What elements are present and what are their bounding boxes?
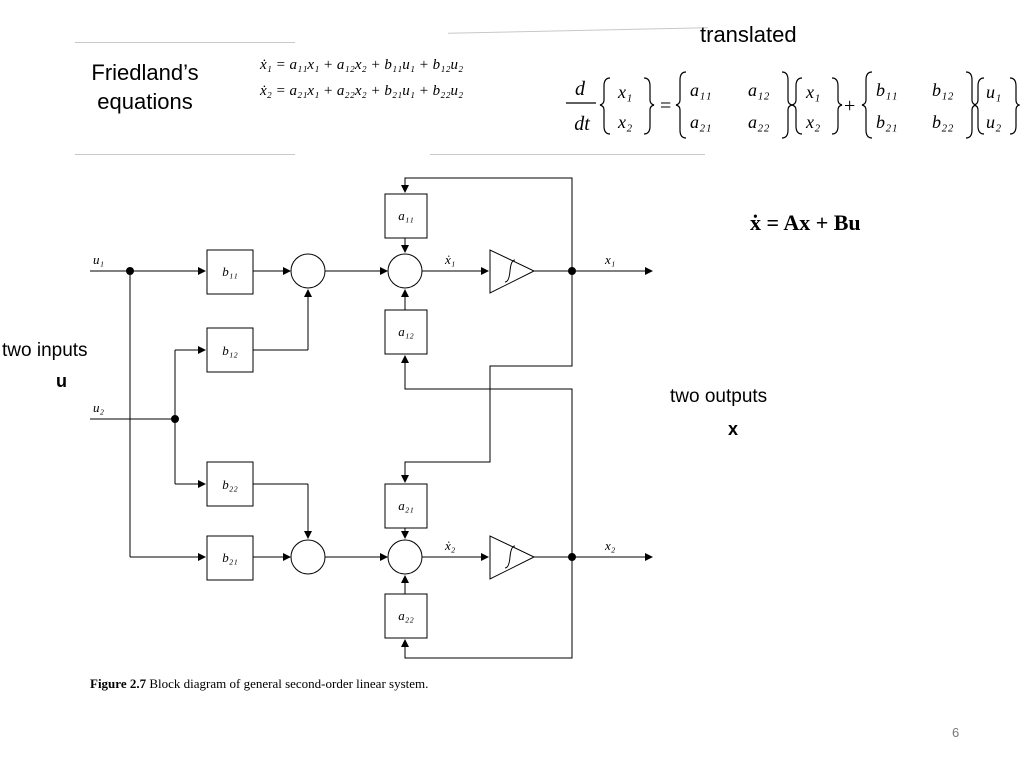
- label-a21: a₂₁: [398, 498, 414, 513]
- label-x2: x₂: [604, 538, 616, 553]
- summer-1a: [290, 253, 326, 289]
- label-a22: a₂₂: [398, 608, 414, 623]
- label-x1: x₁: [604, 252, 615, 267]
- top-rule-left: [75, 42, 295, 43]
- figure-caption-text: Block diagram of general second-order li…: [149, 676, 429, 691]
- label-b11: b₁₁: [222, 264, 238, 279]
- mat-b12: b₁₂: [932, 80, 954, 100]
- block-a21: [384, 483, 428, 529]
- label-x2dot: ẋ₂: [444, 538, 456, 553]
- integral-sign-2: [504, 545, 516, 569]
- inputs-annotation: two inputs: [2, 340, 88, 361]
- outputs-variable: x: [728, 419, 739, 439]
- mat-x1: x₁: [617, 82, 632, 102]
- mat-u2: u₂: [986, 112, 1001, 132]
- matrix-d: d: [575, 78, 586, 100]
- translated-label: translated: [700, 22, 797, 47]
- mat-a21: a₂₁: [690, 112, 712, 132]
- slide-title: Friedland’s equations: [60, 58, 230, 116]
- scalar-equation-2: ẋ₂ = a₂₁x₁ + a₂₂x₂ + b₂₁u₁ + b₂₂u₂: [260, 83, 464, 99]
- bottom-rule-left: [75, 154, 295, 155]
- label-a11: a₁₁: [398, 208, 414, 223]
- state-space-equation: ẋ = Ax + Bu: [750, 210, 861, 235]
- summer-1b: [387, 253, 423, 289]
- mat-a22: a₂₂: [748, 112, 770, 132]
- matrix-dt: dt: [574, 113, 590, 135]
- label-b21: b₂₁: [222, 550, 238, 565]
- svg-text:+: +: [844, 95, 855, 117]
- mat-a11: a₁₁: [690, 80, 712, 100]
- title-line-2: equations: [97, 89, 193, 114]
- scalar-equation-1: ẋ₁ = a₁₁x₁ + a₁₂x₂ + b₁₁u₁ + b₁₂u₂: [260, 57, 464, 73]
- figure-number: Figure 2.7: [90, 676, 147, 691]
- mat-x2: x₂: [617, 112, 632, 132]
- x2-feedback-a12: [401, 355, 573, 557]
- x2-feedback-a22: [401, 557, 573, 659]
- label-b12: b₁₂: [222, 343, 238, 358]
- label-b22: b₂₂: [222, 477, 238, 492]
- integrator-2: [489, 535, 536, 580]
- page-number: 6: [952, 725, 960, 740]
- title-line-1: Friedland’s: [91, 60, 199, 85]
- integrator-1: [489, 249, 536, 294]
- figure-caption: Figure 2.7 Block diagram of general seco…: [90, 676, 428, 692]
- bottom-rule-right: [430, 154, 705, 155]
- block-b11: [206, 249, 254, 295]
- block-b21: [206, 535, 254, 581]
- inputs-variable: u: [56, 371, 67, 391]
- mat-x2-b: x₂: [805, 112, 820, 132]
- outputs-annotation: two outputs: [670, 386, 768, 407]
- mat-b21: b₂₁: [876, 112, 898, 132]
- matrix-equation: d dt x₁ x₂ = a₁₁ a₁₂ a₂₁ a₂₂ x₁ x₂ + b₁₁…: [566, 71, 1020, 139]
- block-a12: [384, 309, 428, 355]
- mat-u1: u₁: [986, 82, 1001, 102]
- label-x1dot: ẋ₁: [444, 252, 455, 267]
- summer-2a: [290, 539, 326, 575]
- mat-b22: b₂₂: [932, 112, 954, 132]
- x1-feedback-a21: [401, 271, 573, 483]
- label-a12: a₁₂: [398, 324, 414, 339]
- label-u2: u₂: [93, 400, 105, 415]
- x1-feedback-a11: [401, 177, 573, 271]
- svg-text:=: =: [660, 95, 671, 117]
- block-a22: [384, 593, 428, 639]
- label-u1: u₁: [93, 252, 104, 267]
- summer-2b: [387, 539, 423, 575]
- mat-a12: a₁₂: [748, 80, 770, 100]
- mat-b11: b₁₁: [876, 80, 898, 100]
- block-a11: [384, 193, 428, 239]
- scalar-equations: ẋ₁ = a₁₁x₁ + a₁₂x₂ + b₁₁u₁ + b₁₂u₂ ẋ₂ = …: [260, 52, 463, 104]
- integral-sign-1: [504, 259, 516, 283]
- mat-x1-b: x₁: [805, 82, 820, 102]
